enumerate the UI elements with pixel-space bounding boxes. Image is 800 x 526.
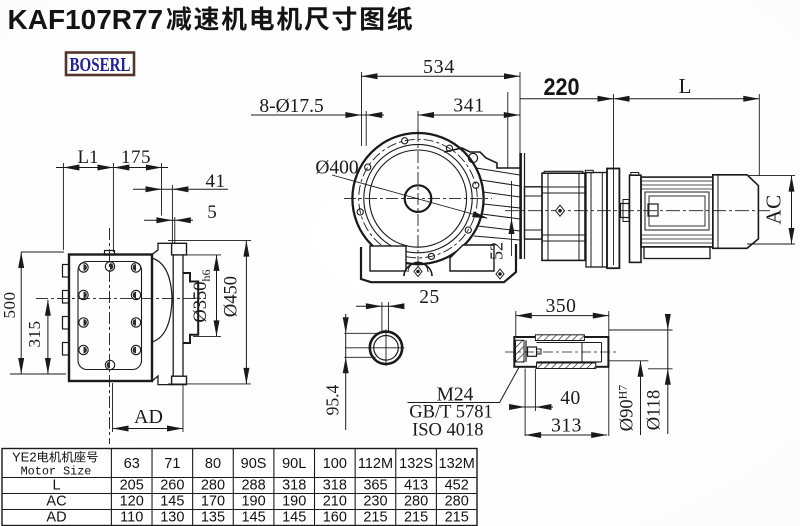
svg-text:Ø118: Ø118 — [645, 390, 665, 430]
svg-text:25: 25 — [419, 287, 440, 308]
svg-text:145: 145 — [241, 510, 265, 526]
svg-text:L: L — [52, 478, 60, 494]
svg-text:205: 205 — [120, 478, 144, 494]
svg-text:52: 52 — [487, 242, 507, 260]
svg-text:AC: AC — [762, 194, 786, 224]
svg-text:ISO 4018: ISO 4018 — [412, 421, 483, 441]
svg-text:135: 135 — [201, 510, 225, 526]
svg-text:63: 63 — [124, 456, 140, 472]
svg-text:350: 350 — [546, 296, 577, 317]
svg-text:315: 315 — [25, 321, 44, 348]
svg-text:160: 160 — [323, 510, 347, 526]
svg-text:110: 110 — [120, 510, 143, 526]
svg-text:KAF107R77: KAF107R77 — [8, 4, 164, 35]
svg-text:BOSERL: BOSERL — [70, 54, 131, 76]
svg-text:145: 145 — [282, 510, 306, 526]
svg-text:452: 452 — [445, 478, 469, 494]
svg-text:365: 365 — [363, 478, 387, 494]
svg-text:Motor Size: Motor Size — [21, 465, 92, 479]
svg-text:318: 318 — [323, 478, 347, 494]
svg-text:280: 280 — [201, 478, 225, 494]
svg-text:120: 120 — [120, 494, 144, 510]
svg-text:132S: 132S — [399, 456, 433, 472]
svg-text:260: 260 — [160, 478, 184, 494]
svg-text:190: 190 — [282, 494, 306, 510]
svg-text:L: L — [679, 74, 692, 98]
svg-text:AD: AD — [46, 510, 66, 526]
svg-text:40: 40 — [560, 388, 581, 409]
svg-text:95.4: 95.4 — [323, 384, 343, 415]
svg-text:AD: AD — [134, 406, 163, 428]
svg-text:280: 280 — [404, 494, 428, 510]
svg-text:280: 280 — [445, 494, 469, 510]
svg-text:8-Ø17.5: 8-Ø17.5 — [259, 96, 323, 117]
svg-text:318: 318 — [282, 478, 306, 494]
svg-text:71: 71 — [164, 456, 180, 472]
svg-text:341: 341 — [453, 96, 484, 117]
svg-text:230: 230 — [363, 494, 387, 510]
svg-text:132M: 132M — [439, 456, 475, 472]
svg-text:145: 145 — [160, 494, 184, 510]
svg-text:413: 413 — [404, 478, 428, 494]
svg-text:313: 313 — [551, 416, 582, 437]
svg-text:215: 215 — [404, 510, 428, 526]
svg-text:190: 190 — [241, 494, 265, 510]
svg-text:5: 5 — [207, 202, 217, 223]
svg-text:Ø400: Ø400 — [315, 158, 358, 179]
svg-text:220: 220 — [544, 74, 580, 101]
svg-text:112M: 112M — [358, 456, 393, 472]
svg-text:AC: AC — [46, 494, 66, 510]
svg-text:90S: 90S — [241, 456, 267, 472]
svg-text:Ø350h6: Ø350h6 — [191, 269, 213, 322]
svg-text:500: 500 — [0, 292, 19, 319]
svg-text:215: 215 — [363, 510, 387, 526]
svg-text:41: 41 — [206, 171, 226, 192]
svg-text:YE2: YE2 — [12, 450, 37, 465]
svg-text:80: 80 — [205, 456, 221, 472]
svg-text:Ø450: Ø450 — [222, 276, 242, 317]
svg-text:L1: L1 — [77, 147, 98, 168]
svg-text:90L: 90L — [282, 456, 306, 472]
svg-text:GB/T 5781: GB/T 5781 — [409, 403, 492, 423]
svg-text:M24: M24 — [437, 385, 474, 406]
svg-text:534: 534 — [423, 56, 455, 78]
svg-text:130: 130 — [160, 510, 184, 526]
svg-text:215: 215 — [445, 510, 469, 526]
svg-text:288: 288 — [241, 478, 265, 494]
svg-text:210: 210 — [323, 494, 347, 510]
svg-text:170: 170 — [201, 494, 225, 510]
svg-text:100: 100 — [323, 456, 347, 472]
svg-text:175: 175 — [121, 147, 151, 168]
